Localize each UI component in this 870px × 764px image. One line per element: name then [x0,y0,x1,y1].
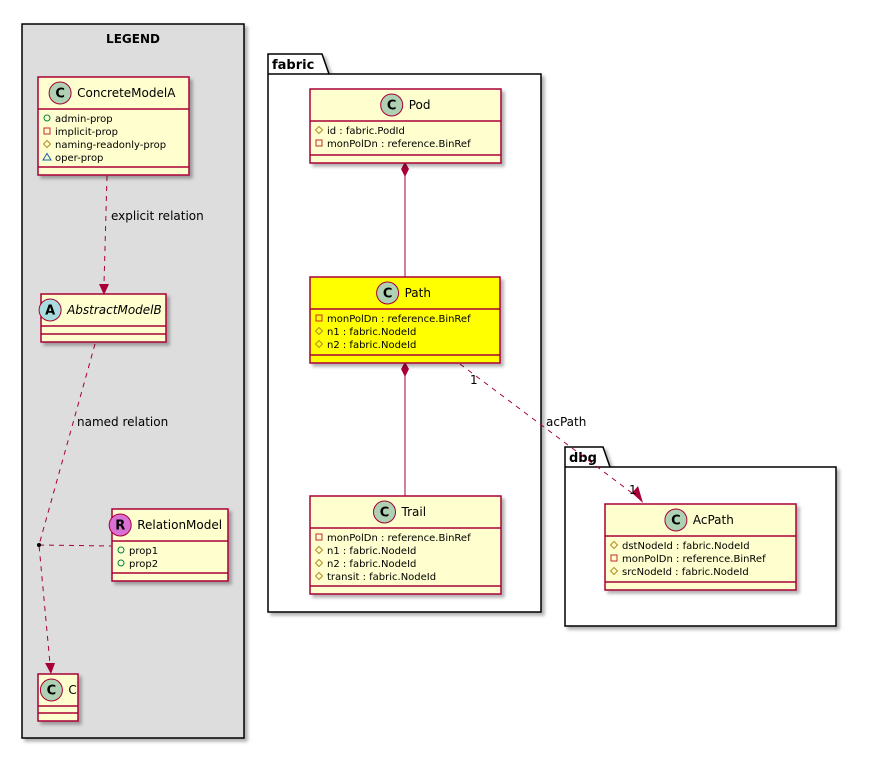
named-relation-arrowhead [45,663,55,674]
relation-model-class-name: RelationModel [137,518,222,532]
association-class-link [38,544,112,547]
path-class: C Path monPolDn : reference.BinRef n1 : fab… [309,276,501,364]
relation-model-stereotype-icon [108,513,132,537]
acpath-stereotype-icon [664,508,688,532]
relation-model-member: prop1 [129,546,158,557]
trail-class-name: Trail [401,505,427,519]
private-visibility-icon [315,314,323,322]
path-trail-composition-diamond [401,362,409,377]
concrete-model-a-member: implicit-prop [55,127,118,138]
trail-member: n1 : fabric.NodeId [327,546,416,557]
association-point [37,543,41,547]
trail-stereotype-icon [373,500,396,524]
pod-stereotype-letter: C [387,99,397,114]
protected-visibility-icon [314,125,324,135]
relation-model-stereotype-letter: R [115,519,125,534]
protected-visibility-icon [609,540,619,550]
abstract-model-b-box [40,293,167,343]
protected-visibility-icon [42,139,52,149]
pod-stereotype-icon [380,93,404,117]
private-visibility-icon [315,139,323,147]
acpath-edge [459,363,637,497]
path-member: n2 : fabric.NodeId [327,340,416,351]
trail-member: transit : fabric.NodeId [327,572,436,583]
acpath-stereotype-letter: C [671,514,681,529]
class-c-stereotype-icon [39,678,63,702]
abstract-model-b-class-name: AbstractModelB [66,303,162,317]
acpath-source-multiplicity: 1 [470,373,478,387]
protected-visibility-icon [609,566,619,576]
acpath-class: C AcPath dstNodeId : fabric.NodeId monPolDn… [604,503,797,591]
private-visibility-icon [43,127,51,135]
relation-model-box [111,508,229,582]
concrete-model-a-member: admin-prop [55,114,113,125]
concrete-model-a-stereotype-icon [48,81,72,105]
trail-member: monPolDn : reference.BinRef [327,533,471,544]
acpath-label: acPath [546,415,586,429]
protected-visibility-icon [314,339,324,349]
path-member: n1 : fabric.NodeId [327,327,416,338]
acpath-member: srcNodeId : fabric.NodeId [622,567,749,578]
path-stereotype-icon [376,281,400,305]
private-visibility-icon [315,533,323,541]
abstract-model-b-class: A AbstractModelB [38,293,167,343]
path-class-name: Path [405,286,431,300]
package-dbg-label: dbg [569,451,597,466]
acpath-class-name: AcPath [693,513,734,527]
trail-box [309,495,502,595]
public-visibility-icon [43,114,51,122]
class-c-stereotype-letter: C [47,684,57,699]
acpath-member: monPolDn : reference.BinRef [622,554,766,565]
named-relation-label: named relation [77,415,168,429]
relation-model-member: prop2 [129,559,158,570]
acpath-box [604,503,797,591]
public-visibility-icon [117,559,125,567]
trail-stereotype-letter: C [380,506,390,521]
pod-path-composition-diamond [401,162,409,177]
trail-class: C Trail monPolDn : reference.BinRef n1 : fa… [309,495,502,595]
public-visibility-icon [117,546,125,554]
explicit-relation-label: explicit relation [111,209,204,223]
pod-member: id : fabric.PodId [327,126,405,137]
path-stereotype-letter: C [383,287,393,302]
pod-box [309,88,502,164]
protected-visibility-icon [314,558,324,568]
class-c-class-name: C [68,683,76,697]
private-visibility-icon [610,554,618,562]
legend-title: LEGEND [106,32,160,46]
concrete-model-a-stereotype-letter: C [55,87,65,102]
package-visibility-icon [42,152,52,161]
trail-member: n2 : fabric.NodeId [327,559,416,570]
abstract-model-b-stereotype-icon [38,298,62,322]
pod-member: monPolDn : reference.BinRef [327,139,471,150]
protected-visibility-icon [314,571,324,581]
path-member: monPolDn : reference.BinRef [327,314,471,325]
pod-class-name: Pod [409,98,431,112]
concrete-model-a-member: naming-readonly-prop [55,140,166,151]
acpath-arrowhead [632,486,643,503]
concrete-model-a-class: C ConcreteModelA admin-prop implicit-prop na… [37,76,190,176]
relation-model-class: R RelationModel prop1 prop2 [108,508,229,582]
acpath-member: dstNodeId : fabric.NodeId [622,541,750,552]
concrete-model-a-member: oper-prop [55,153,103,164]
explicit-relation-edge [103,175,108,285]
concrete-model-a-class-name: ConcreteModelA [77,86,176,100]
abstract-model-b-stereotype-letter: A [45,304,55,319]
protected-visibility-icon [314,545,324,555]
acpath-target-multiplicity: 1 [629,483,637,497]
path-box [309,276,501,364]
protected-visibility-icon [314,326,324,336]
explicit-relation-arrowhead [99,284,109,295]
pod-class: C Pod id : fabric.PodId monPolDn : referenc… [309,88,502,164]
relations: explicit relation named relation acPath … [37,162,643,674]
package-fabric-label: fabric [272,58,314,73]
